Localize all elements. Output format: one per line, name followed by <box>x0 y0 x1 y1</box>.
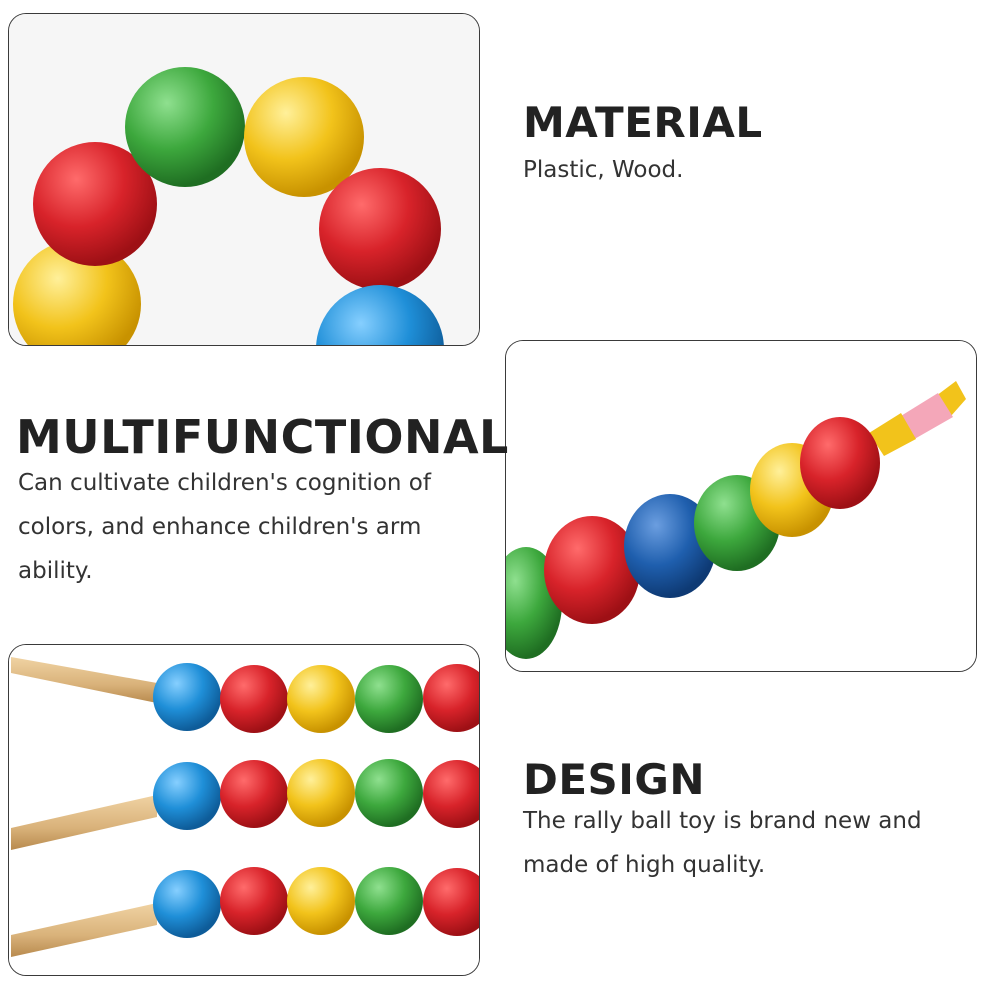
yellow-cap <box>869 413 916 456</box>
rally-balls-illustration <box>9 645 479 975</box>
pink-tip <box>896 393 953 441</box>
yellow-bead <box>13 240 141 345</box>
bead-arch-photo <box>8 13 480 346</box>
red-bead <box>220 867 288 935</box>
material-heading: MATERIAL <box>523 98 763 147</box>
material-text: Plastic, Wood. <box>523 157 684 183</box>
blue-bead <box>153 870 221 938</box>
blue-bead <box>316 285 444 345</box>
green-bead <box>355 665 423 733</box>
design-heading: DESIGN <box>523 755 706 804</box>
wooden-handle <box>11 795 157 850</box>
bead-arch-illustration <box>9 14 479 345</box>
design-text: The rally ball toy is brand new and made… <box>523 808 922 878</box>
red-bead <box>220 760 288 828</box>
blue-bead <box>153 762 221 830</box>
yellow-bead <box>287 759 355 827</box>
multifunctional-text: Can cultivate children's cognition of co… <box>18 470 431 584</box>
multifunctional-heading: MULTIFUNCTIONAL <box>16 410 509 464</box>
blue-bead <box>624 494 716 598</box>
rally-ball-toy <box>11 867 479 957</box>
yellow-bead <box>287 665 355 733</box>
yellow-bead <box>244 77 364 197</box>
three-rally-balls-photo <box>8 644 480 976</box>
green-bead <box>355 759 423 827</box>
red-bead <box>423 868 479 936</box>
red-bead <box>800 417 880 509</box>
red-bead <box>423 664 479 732</box>
green-bead <box>125 67 245 187</box>
red-bead <box>33 142 157 266</box>
red-bead <box>220 665 288 733</box>
rally-ball-toy <box>11 759 479 850</box>
yellow-bead <box>287 867 355 935</box>
red-bead <box>544 516 640 624</box>
yellow-tip <box>936 381 966 416</box>
blue-bead <box>153 663 221 731</box>
rally-ball-toy <box>11 657 479 733</box>
red-bead <box>319 168 441 290</box>
bead-stick-photo <box>505 340 977 672</box>
wooden-handle <box>11 657 157 703</box>
bead-stick-illustration <box>506 341 976 671</box>
green-bead <box>355 867 423 935</box>
red-bead <box>423 760 479 828</box>
wooden-handle <box>11 903 157 957</box>
